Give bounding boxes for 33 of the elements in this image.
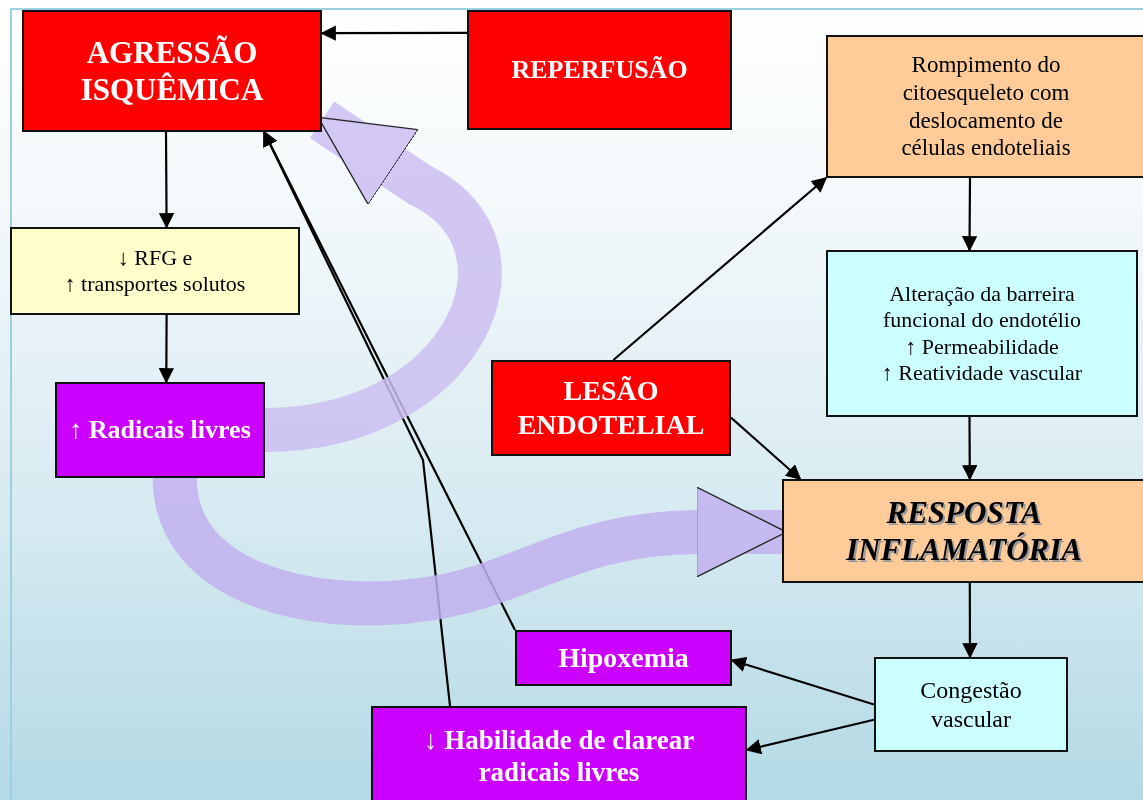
process-box [515, 630, 732, 686]
arrow [263, 130, 452, 707]
process-box [782, 479, 1143, 583]
arrow [962, 417, 978, 481]
process-box [826, 35, 1143, 178]
node-text: AGRESSÃO ISQUÊMICA [79, 33, 265, 109]
node-text: ↑ transportes solutos [64, 271, 246, 298]
node-text: Hipoxemia [558, 641, 689, 675]
arrow [962, 583, 978, 659]
node-text: ↑ Reatividade vascular [881, 359, 1083, 387]
node-text: ↓ RFG e [117, 244, 193, 271]
arrow [730, 416, 802, 480]
process-box [467, 10, 732, 130]
node-text: ↓ Habilidade de clarear radicais livres [422, 723, 696, 789]
process-box [371, 706, 747, 800]
node-text: Rompimento do citoesqueleto com deslocamento de células endoteliais [900, 51, 1072, 162]
node-text: Congestão vascular [919, 675, 1023, 734]
process-box [826, 250, 1138, 417]
process-box [55, 382, 265, 478]
node-text: ↑ Permeabilidade [905, 333, 1059, 360]
process-box [10, 227, 300, 315]
arrow [612, 177, 828, 361]
node-text: Alteração da barreira funcional do endotélio [882, 280, 1082, 334]
arrow [158, 315, 175, 384]
process-box [491, 360, 731, 456]
arrow [961, 178, 978, 252]
process-box [874, 657, 1068, 752]
node-text: LESÃO ENDOTELIAL [516, 374, 706, 442]
arrow [158, 132, 175, 229]
process-box [22, 10, 322, 132]
node-text: ↑ Radicais livres [69, 414, 251, 446]
node-text: RESPOSTA INFLAMATÓRIA [844, 493, 1083, 569]
node-text: REPERFUSÃO [511, 54, 688, 86]
